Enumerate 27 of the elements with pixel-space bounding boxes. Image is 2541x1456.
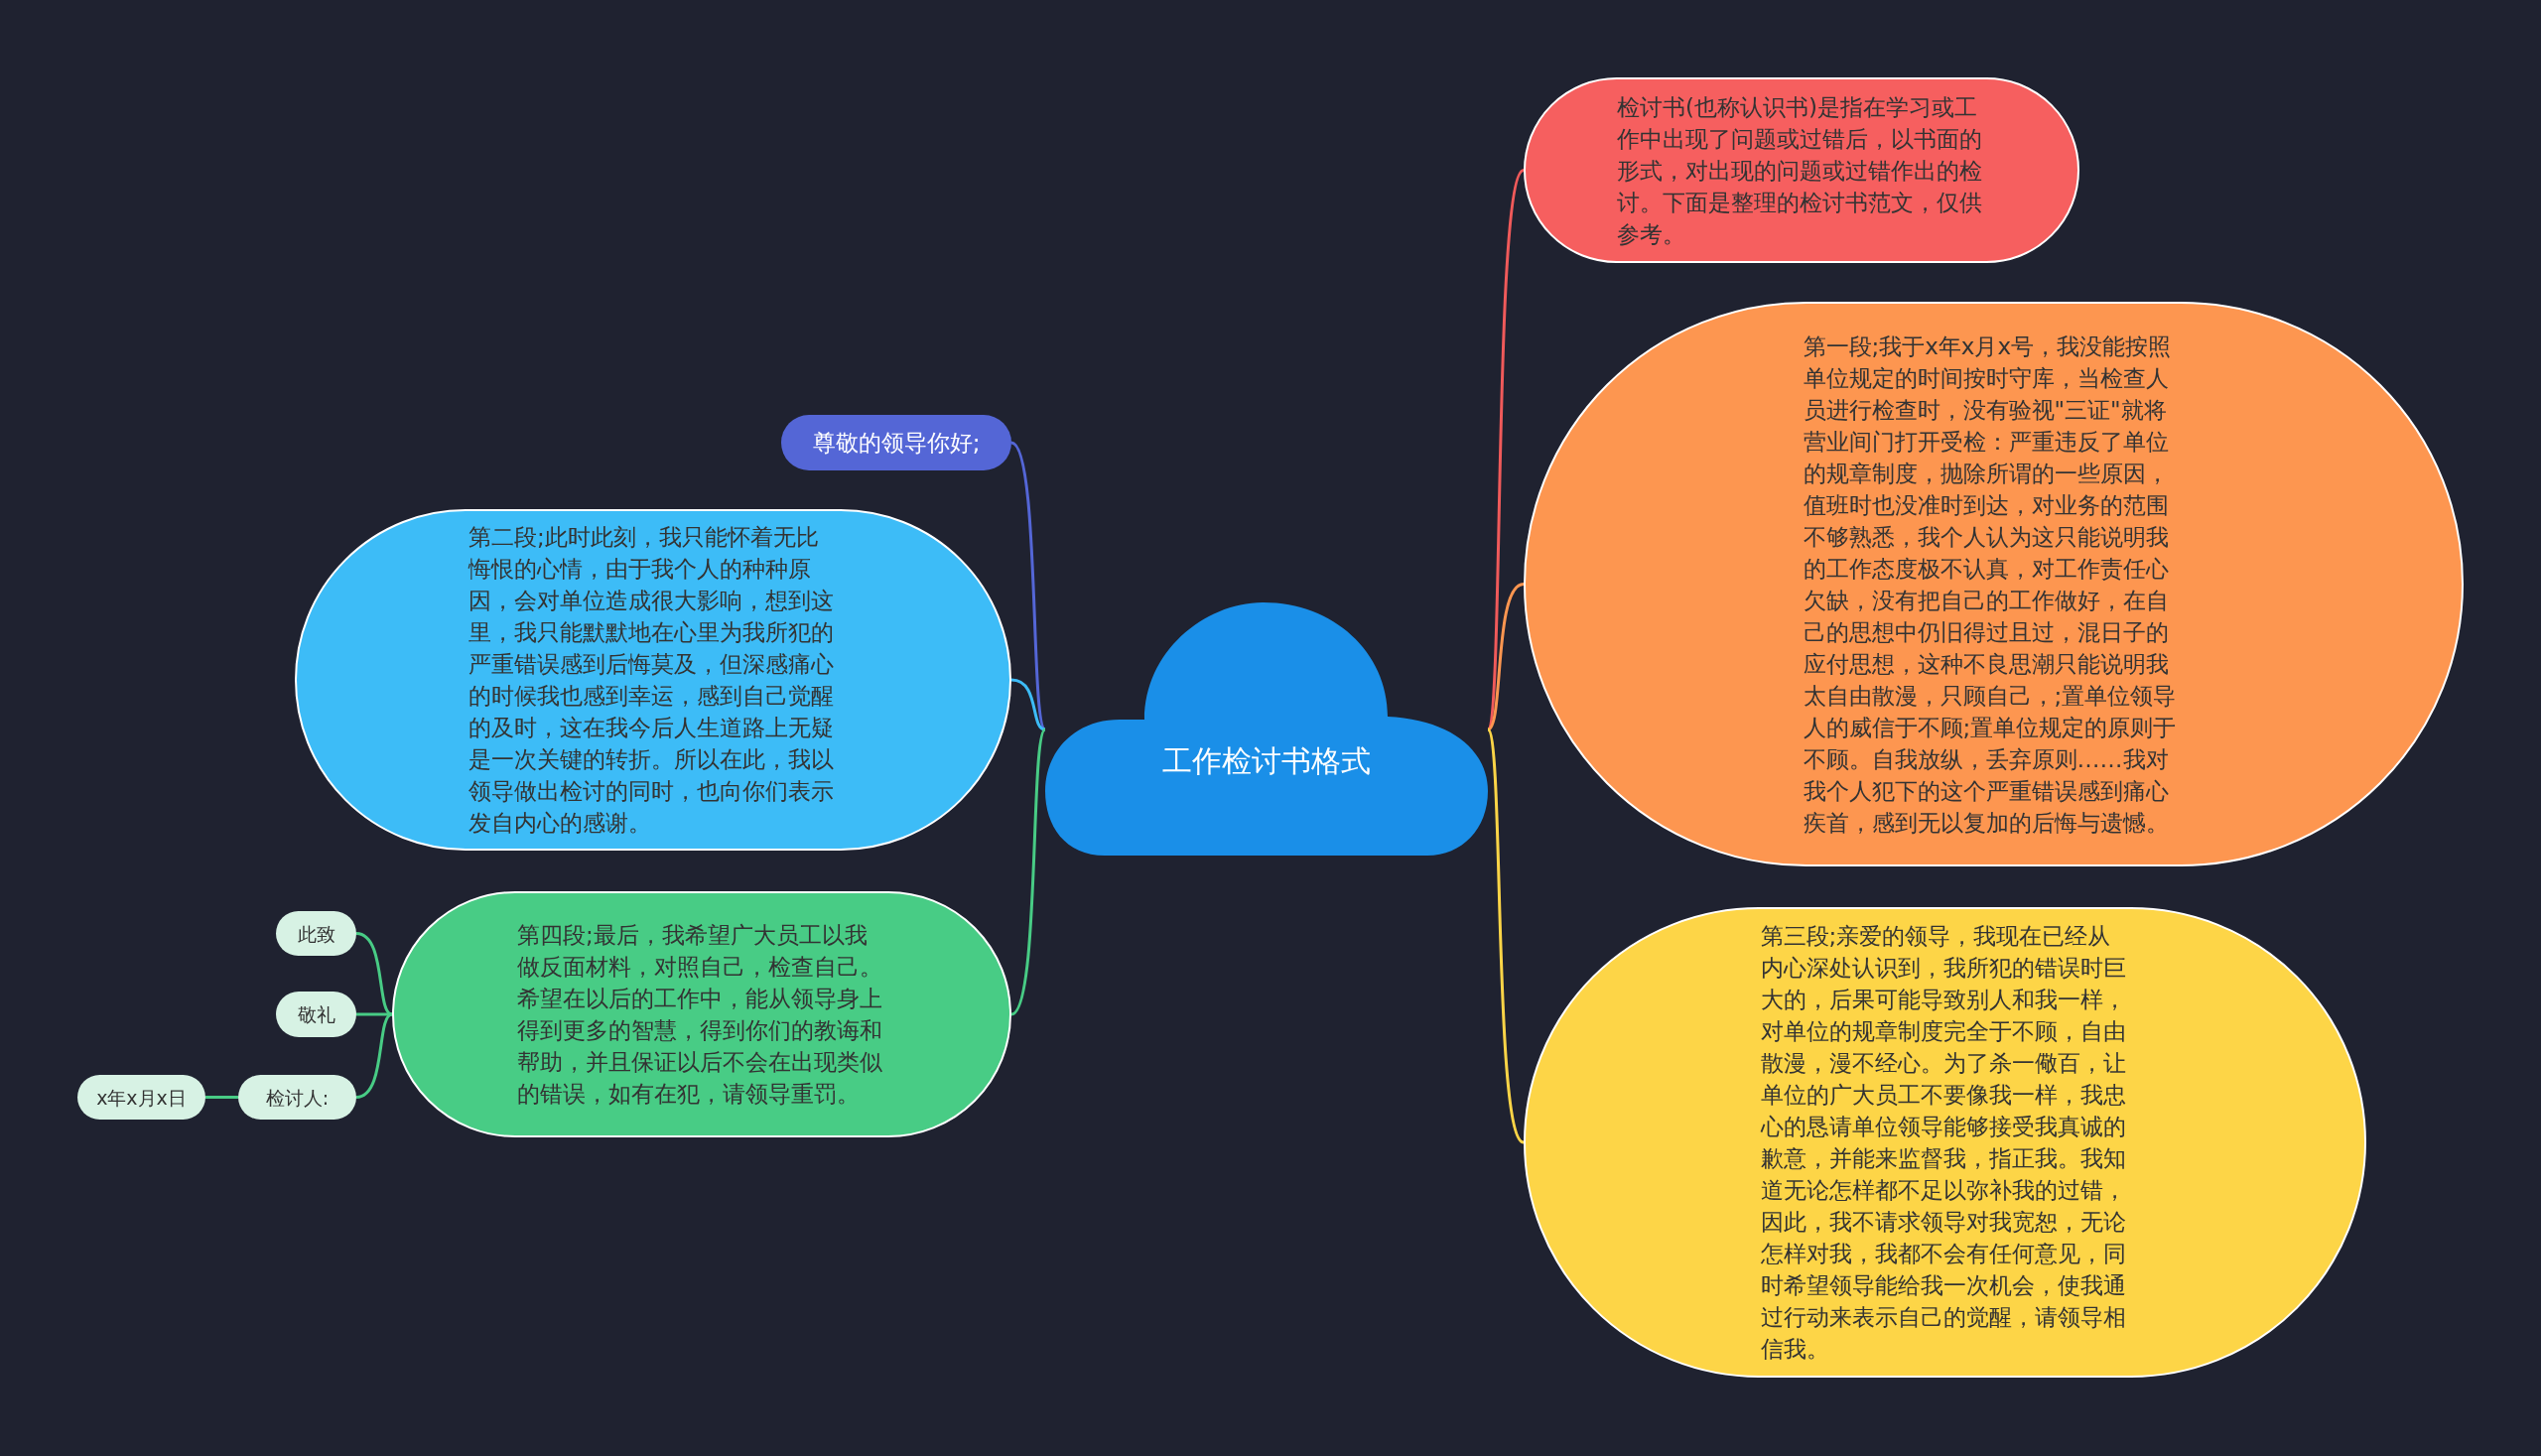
label-text: 敬礼 <box>297 1002 335 1027</box>
topic-box <box>781 415 1011 470</box>
connector-line <box>1486 728 1526 1143</box>
connector-line <box>355 1012 393 1099</box>
connector-line <box>1010 728 1047 1016</box>
leaf-box <box>276 911 356 956</box>
title-text: 工作检讨书格式 <box>1162 742 1371 780</box>
label-text: 此致 <box>297 921 335 947</box>
connector-line <box>1010 441 1047 730</box>
label-text: 检讨人: <box>265 1085 330 1111</box>
cloud-shape <box>1045 602 1488 856</box>
paragraph-text: 第四段;最后，我希望广大员工以我做反面材料，对照自己，检查自己。希望在以后的工作中，能从领导身上得到更多的智慧，得到你们的教诲和帮助，并且保证以后不会在出现类似的错误，如有在犯，请领导重罚。 <box>517 921 883 1109</box>
paragraph-text: 第三段;亲爱的领导，我现在已经从内心深处认识到，我所犯的错误时巨大的，后果可能导致别人和我一样，对单位的规章制度完全于不顾，自由散漫，漫不经心。为了杀一儆百，让单位的广大员工不要像我一样，我忠心的恳请单位领导能够接受我真诚的歉意，并能来监督我，指正我。我知道无论怎样都不足以弥补我的过错，因此，我不请求领导对我宽恕，无论怎样对我，我都不会有任何意见，同时希望领导能给我一次机会，使我通过行动来表示自己的觉醒，请领导相信我。 <box>1760 922 2127 1364</box>
paragraph-text: 检讨书(也称认识书)是指在学习或工作中出现了问题或过错后，以书面的形式，对出现的问题或过错作出的检讨。下面是整理的检讨书范文，仅供参考。 <box>1617 92 1983 249</box>
paragraph-text: 第一段;我于x年x月x号，我没能按照单位规定的时间按时守库，当检查人员进行检查时，没有验视"三证"就将营业间门打开受检：严重违反了单位的规章制度，抛除所谓的一些原因，值班时也没准时到达，对业务的范围不够熟悉，我个人认为这只能说明我的工作态度极不认真，对工作责任心欠缺，没有把自己的工作做好，在自己的思想中仍旧得过且过，混日子的应付思想，这种不良思潮只能说明我太自由散漫，只顾自己，;置单位领导人的威信于不顾;置单位规定的原则于不顾。自我放纵，丢弃原则……我对我个人犯下的这个严重错误感到痛心疾首，感到无以复加的后悔与遗憾。 <box>1803 331 2178 838</box>
label-text: x年x月x日 <box>96 1085 187 1111</box>
connector-line <box>1486 169 1526 730</box>
connector-line <box>1010 678 1046 731</box>
connector-line <box>356 1012 392 1016</box>
leaf-box <box>77 1075 205 1120</box>
label-text: 尊敬的领导你好; <box>812 429 981 458</box>
connector-line <box>1487 583 1525 731</box>
leaf-box <box>238 1075 356 1120</box>
paragraph-text: 第二段;此时此刻，我只能怀着无比悔恨的心情，由于我个人的种种原因，会对单位造成很大影响，想到这里，我只能默默地在心里为我所犯的严重错误感到后悔莫及，但深感痛心的时候我也感到幸运，感到自己觉醒的及时，这在我今后人生道路上无疑是一次关键的转折。所以在此，我以领导做出检讨的同时，也向你们表示发自内心的感谢。 <box>468 523 835 838</box>
connector-line <box>355 932 393 1016</box>
leaf-box <box>276 992 356 1037</box>
connector-line <box>205 1096 238 1099</box>
